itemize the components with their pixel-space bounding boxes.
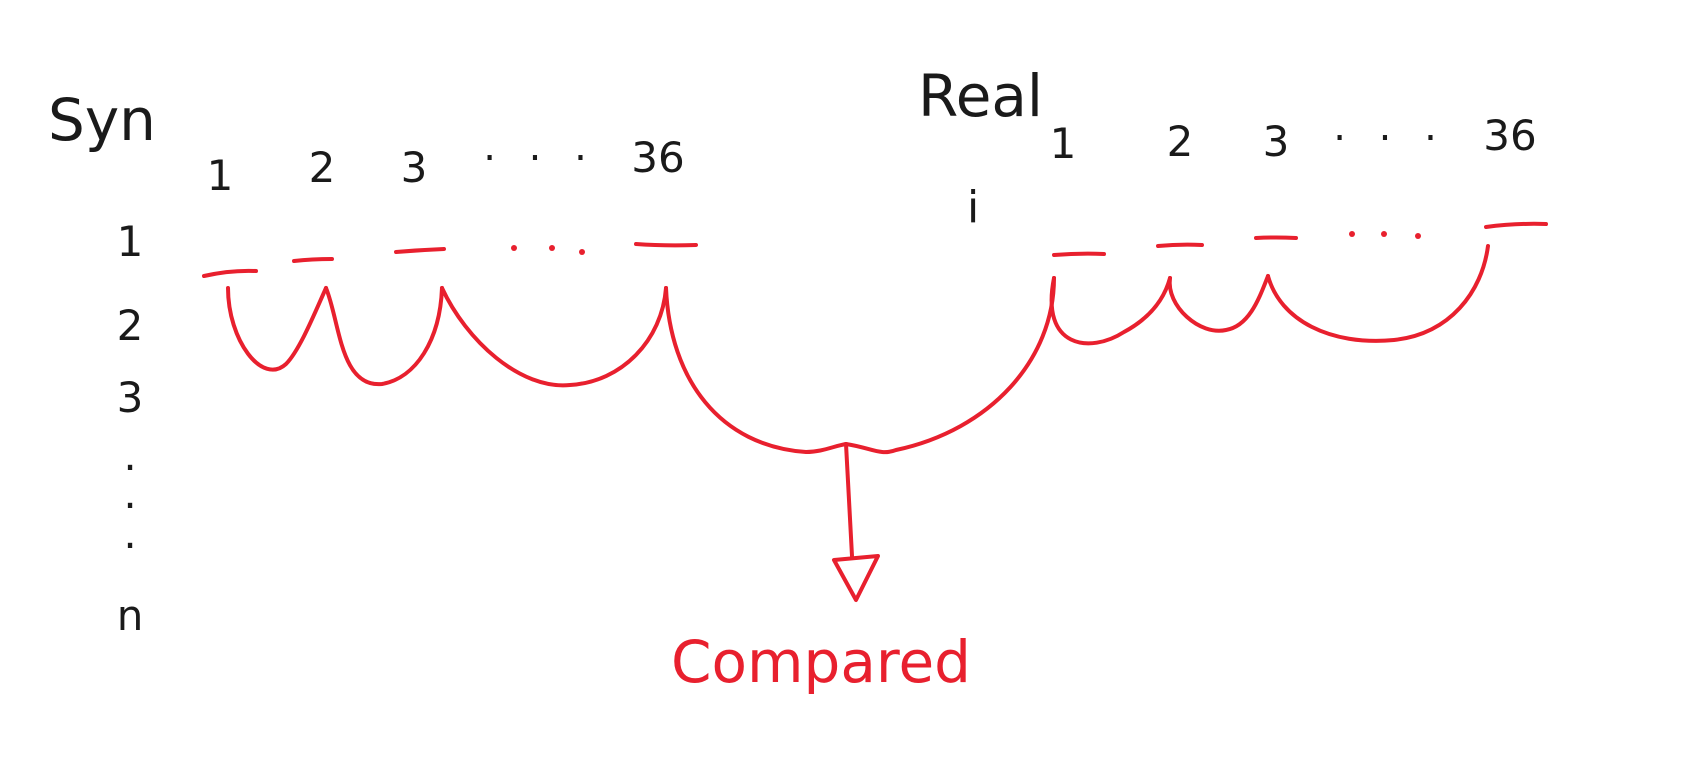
real-column-header-3: 3 <box>1263 117 1290 166</box>
real-column-header-2: 2 <box>1167 117 1194 166</box>
compared-label: Compared <box>671 628 971 696</box>
syn-dash-2 <box>292 257 334 263</box>
real-dash-1 <box>1052 251 1106 257</box>
syn-value-dashes <box>202 242 698 278</box>
syn-column-header-1: 1 <box>207 151 234 200</box>
syn-dash-dot-2 <box>549 245 555 251</box>
row-label-1: 1 <box>117 217 144 266</box>
real-index-label: i <box>967 182 979 233</box>
real-final-arc <box>844 276 1056 455</box>
compared-connector-line <box>844 442 854 558</box>
real-dash-36 <box>1484 221 1548 229</box>
compared-arrow-head <box>832 554 880 602</box>
syn-dash-dot-3 <box>579 249 585 255</box>
real-dash-2 <box>1156 242 1204 248</box>
real-loop-3-36 <box>1266 244 1490 343</box>
real-column-ellipsis: . . . <box>1333 104 1447 150</box>
syn-dash-dot-1 <box>511 245 517 251</box>
real-dash-dots <box>1349 231 1421 239</box>
syn-column-header-2: 2 <box>309 143 336 192</box>
syn-label: Syn <box>48 86 156 154</box>
real-label: Real <box>918 62 1043 130</box>
row-label-2: 2 <box>117 301 144 350</box>
row-label-n: n <box>117 591 144 640</box>
real-loop-2-3 <box>1167 274 1270 333</box>
syn-dash-36 <box>634 242 698 248</box>
syn-column-ellipsis: . . . <box>483 124 597 170</box>
real-column-header-36: 36 <box>1483 111 1536 160</box>
row-label-dot-3: . <box>123 509 136 558</box>
syn-column-header-3: 3 <box>401 143 428 192</box>
row-label-3: 3 <box>117 373 144 422</box>
syn-loop-3-36 <box>440 286 668 388</box>
syn-dash-3 <box>394 247 446 254</box>
real-dash-dot-2 <box>1381 231 1387 237</box>
real-column-header-1: 1 <box>1050 119 1077 168</box>
syn-loop-1-2 <box>226 286 328 372</box>
row-label-dot-1: . <box>123 431 136 480</box>
syn-dash-dots <box>511 245 585 255</box>
real-dash-3 <box>1254 235 1298 240</box>
real-value-dashes <box>1052 221 1548 257</box>
syn-column-header-36: 36 <box>631 133 684 182</box>
row-label-dot-2: . <box>123 469 136 518</box>
syn-final-arc <box>664 286 848 454</box>
real-loop-1-2 <box>1049 276 1172 346</box>
real-dash-dot-1 <box>1349 231 1355 237</box>
final-merge <box>664 276 1056 602</box>
syn-merge-loops <box>226 286 668 388</box>
real-merge-loops <box>1049 244 1490 346</box>
syn-loop-2-3 <box>324 286 444 387</box>
syn-dash-1 <box>202 268 258 278</box>
real-dash-dot-3 <box>1415 233 1421 239</box>
